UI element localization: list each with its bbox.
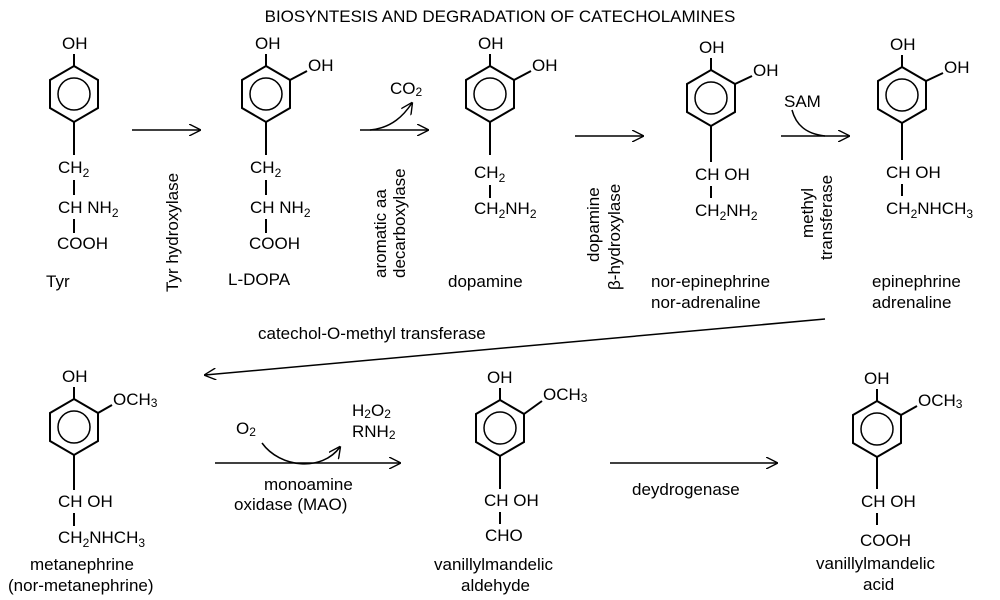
benzene-ring-icon [465, 64, 515, 124]
diagram-title: BIOSYNTESIS AND DEGRADATION OF CATECHOLA… [265, 7, 736, 26]
enzyme-decarboxylase: decarboxylase [390, 168, 409, 278]
enzyme-aromatic-aa: aromatic aa [371, 189, 390, 278]
ldopa-name: L-DOPA [228, 270, 291, 289]
metanephrine-oh: OH [62, 367, 88, 386]
dopamine-ch2nh2: CH2NH2 [474, 199, 537, 221]
metanephrine-och3: OCH3 [113, 390, 158, 410]
norepinephrine-oh1: OH [699, 38, 725, 57]
epinephrine-oh1: OH [890, 35, 916, 54]
enzyme-dopamine: dopamine [584, 187, 603, 262]
rnh2-label: RNH2 [352, 422, 396, 442]
benzene-ring-icon [49, 64, 99, 124]
compound-tyr: OH CH2 CH NH2 COOH Tyr [46, 34, 119, 291]
o2-label: O2 [236, 419, 256, 439]
epinephrine-name2: adrenaline [872, 293, 951, 312]
vma-aldehyde-name2: aldehyde [461, 576, 530, 595]
co2-release-arrow [369, 103, 412, 131]
vma-aldehyde-cho: CHO [485, 526, 523, 545]
dopamine-oh1: OH [478, 34, 504, 53]
benzene-ring-icon [475, 398, 525, 458]
tyr-cooh: COOH [57, 234, 108, 253]
enzyme-beta-hydroxylase: β-hydroxylase [605, 184, 624, 290]
enzyme-methyl: methyl [798, 188, 817, 238]
benzene-ring-icon [241, 64, 291, 124]
compound-metanephrine: OH OCH3 CH OH CH2NHCH3 metanephrine (nor… [8, 367, 158, 595]
sam-input-arrow [791, 109, 826, 137]
vma-acid-oh: OH [864, 369, 890, 388]
norepinephrine-name1: nor-epinephrine [651, 272, 770, 291]
norepinephrine-ch2nh2: CH2NH2 [695, 201, 758, 223]
enzyme-transferase: transferase [817, 175, 836, 260]
tyr-ch2: CH2 [58, 158, 90, 180]
ldopa-oh2: OH [308, 56, 334, 75]
tyr-ch-nh2: CH NH2 [58, 198, 119, 220]
dopamine-ch2: CH2 [474, 163, 506, 185]
vma-aldehyde-oh: OH [487, 368, 513, 387]
enzyme-oxidase-mao: oxidase (MAO) [234, 495, 347, 514]
compound-epinephrine: OH OH CH OH CH2NHCH3 epinephrine adrenal… [872, 35, 973, 312]
o2-to-products-arrow [261, 442, 340, 465]
ldopa-ch-nh2: CH NH2 [250, 198, 311, 220]
norepinephrine-oh2: OH [753, 61, 779, 80]
epinephrine-ch2nhch3: CH2NHCH3 [886, 199, 973, 221]
tyr-oh: OH [62, 34, 88, 53]
compound-norepinephrine: OH OH CH OH CH2NH2 nor-epinephrine nor-a… [651, 38, 779, 312]
sam-label: SAM [784, 92, 821, 111]
dopamine-oh2: OH [532, 56, 558, 75]
compound-ldopa: OH OH CH2 CH NH2 COOH L-DOPA [228, 34, 334, 289]
norepinephrine-name2: nor-adrenaline [651, 293, 761, 312]
enzyme-tyr-hydroxylase: Tyr hydroxylase [163, 173, 182, 292]
norepinephrine-choh: CH OH [695, 165, 750, 184]
ldopa-cooh: COOH [249, 234, 300, 253]
reaction-arrow-comt [205, 318, 826, 375]
tyr-name: Tyr [46, 272, 70, 291]
benzene-ring-icon [686, 68, 736, 128]
epinephrine-choh: CH OH [886, 163, 941, 182]
compound-dopamine: OH OH CH2 CH2NH2 dopamine [448, 34, 558, 291]
epinephrine-oh2: OH [944, 58, 970, 77]
co2-label: CO2 [390, 79, 423, 99]
vma-acid-cooh: COOH [860, 531, 911, 550]
vma-acid-och3: OCH3 [918, 391, 963, 411]
ldopa-oh1: OH [255, 34, 281, 53]
epinephrine-name1: epinephrine [872, 272, 961, 291]
enzyme-dehydrogenase: deydrogenase [632, 480, 740, 499]
metanephrine-name1: metanephrine [30, 555, 134, 574]
benzene-ring-icon [49, 397, 99, 457]
h2o2-label: H2O2 [352, 401, 391, 421]
compound-vma-aldehyde: OH OCH3 CH OH CHO vanillylmandelic aldeh… [434, 368, 588, 595]
compound-vma-acid: OH OCH3 CH OH COOH vanillylmandelic acid [816, 369, 963, 594]
vma-aldehyde-name1: vanillylmandelic [434, 555, 554, 574]
vma-aldehyde-choh: CH OH [484, 491, 539, 510]
metanephrine-ch2nhch3: CH2NHCH3 [58, 528, 145, 550]
benzene-ring-icon [852, 399, 902, 459]
dopamine-name: dopamine [448, 272, 523, 291]
enzyme-comt: catechol-O-methyl transferase [258, 324, 486, 343]
vma-acid-name1: vanillylmandelic [816, 554, 936, 573]
metanephrine-name2: (nor-metanephrine) [8, 576, 154, 595]
vma-acid-name2: acid [863, 575, 894, 594]
vma-aldehyde-och3: OCH3 [543, 385, 588, 405]
benzene-ring-icon [877, 65, 927, 125]
ldopa-ch2: CH2 [250, 158, 282, 180]
vma-acid-choh: CH OH [861, 492, 916, 511]
enzyme-monoamine: monoamine [264, 475, 353, 494]
metanephrine-choh: CH OH [58, 492, 113, 511]
